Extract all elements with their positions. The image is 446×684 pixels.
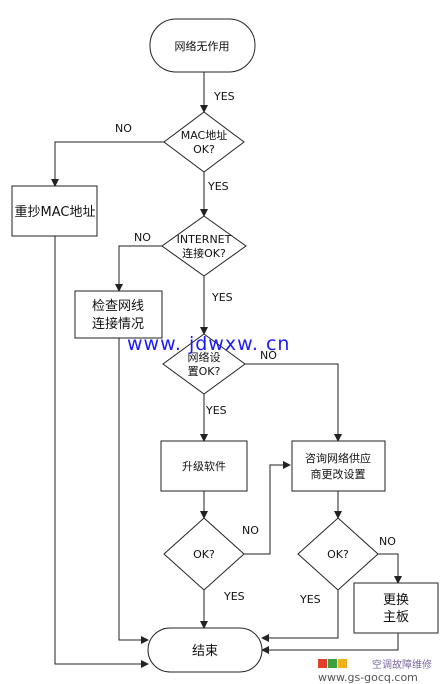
node-consult-isp: 咨询网络供应 商更改设置 (291, 440, 386, 492)
end-label: 结束 (192, 644, 218, 659)
node-ok-right: OK? (297, 517, 379, 591)
edge-okright-yes (261, 590, 339, 642)
no-label-mac: NO (115, 122, 132, 135)
mac-check-label-line2: OK? (193, 143, 215, 156)
node-check-cable: 检查网线 连接情况 (74, 290, 163, 339)
no-label-okright: NO (379, 535, 396, 548)
ok-right-label: OK? (327, 548, 349, 561)
edge-replace-to-end (261, 633, 399, 654)
net-settings-label-line2: 置OK? (188, 365, 221, 378)
no-label-net: NO (260, 349, 277, 362)
edge-okleft-no (244, 461, 291, 555)
upgrade-sw-label: 升级软件 (182, 459, 226, 473)
node-end: 结束 (147, 627, 263, 673)
edge-internet-no (115, 245, 162, 292)
node-ok-left: OK? (163, 517, 245, 591)
node-replace-board: 更换 主板 (353, 582, 439, 634)
mac-check-label-line1: MAC地址 (181, 128, 228, 142)
yes-label-net: YES (205, 404, 227, 417)
no-label-internet: NO (134, 231, 151, 244)
check-cable-process-shape (74, 290, 163, 339)
check-cable-label-line2: 连接情况 (92, 316, 144, 332)
node-net-settings: 网络设 置OK? (162, 333, 246, 395)
watermark-logo-text: 空调故障维修 (372, 658, 432, 671)
ok-right-decision-shape (297, 517, 379, 591)
consult-isp-label-line2: 商更改设置 (311, 467, 366, 481)
node-rewrite-mac: 重抄MAC地址 (11, 185, 98, 237)
logo-block-green (328, 659, 337, 668)
edge-mac-no (51, 141, 165, 187)
net-settings-label-line1: 网络设 (188, 350, 221, 364)
internet-check-decision-shape (161, 215, 247, 277)
node-start: 网络无作用 (149, 18, 256, 73)
edge-okright-no (378, 553, 402, 584)
yes-label-okright: YES (299, 593, 321, 606)
replace-board-label-line1: 更换 (383, 593, 409, 608)
edge-cable-to-end (118, 338, 149, 644)
mac-check-decision-shape (163, 111, 245, 173)
yes-label-internet: YES (211, 291, 233, 304)
consult-isp-label-line1: 咨询网络供应 (305, 451, 371, 465)
replace-board-process-shape (353, 582, 439, 634)
start-label: 网络无作用 (175, 39, 230, 53)
edge-net-no (245, 363, 342, 442)
rewrite-mac-process-shape (11, 185, 98, 237)
logo-block-red (318, 659, 327, 668)
consult-isp-process-shape (291, 440, 386, 492)
no-label-okleft: NO (242, 524, 259, 537)
yes-label-mac: YES (207, 180, 229, 193)
node-mac-check: MAC地址 OK? (163, 111, 245, 173)
end-terminator-shape (147, 627, 263, 673)
edge-labels: YES NO YES NO YES NO YES NO NO YES YES (115, 90, 396, 606)
connector-lines (51, 72, 402, 668)
ok-left-label: OK? (193, 548, 215, 561)
yes-label-start-mac: YES (213, 90, 235, 103)
internet-check-label-line1: INTERNET (177, 233, 232, 246)
rewrite-mac-label: 重抄MAC地址 (15, 204, 96, 220)
watermark-logo: 空调故障维修 www.gs-gocq.com (318, 658, 432, 684)
replace-board-label-line2: 主板 (383, 610, 409, 625)
net-settings-decision-shape (162, 333, 246, 395)
internet-check-label-line2: 连接OK? (182, 247, 226, 260)
node-internet-check: INTERNET 连接OK? (161, 215, 247, 277)
logo-block-yellow (338, 659, 347, 668)
upgrade-sw-process-shape (160, 440, 248, 492)
watermark-footer-text: www.gs-gocq.com (318, 671, 418, 684)
edge-rewrite-to-end (54, 236, 149, 668)
yes-label-okleft: YES (223, 590, 245, 603)
ok-left-decision-shape (163, 517, 245, 591)
watermark-url: www. jdwxw. cn (127, 333, 290, 355)
start-terminator-shape (149, 18, 256, 73)
node-upgrade-sw: 升级软件 (160, 440, 248, 492)
check-cable-label-line1: 检查网线 (92, 299, 144, 314)
